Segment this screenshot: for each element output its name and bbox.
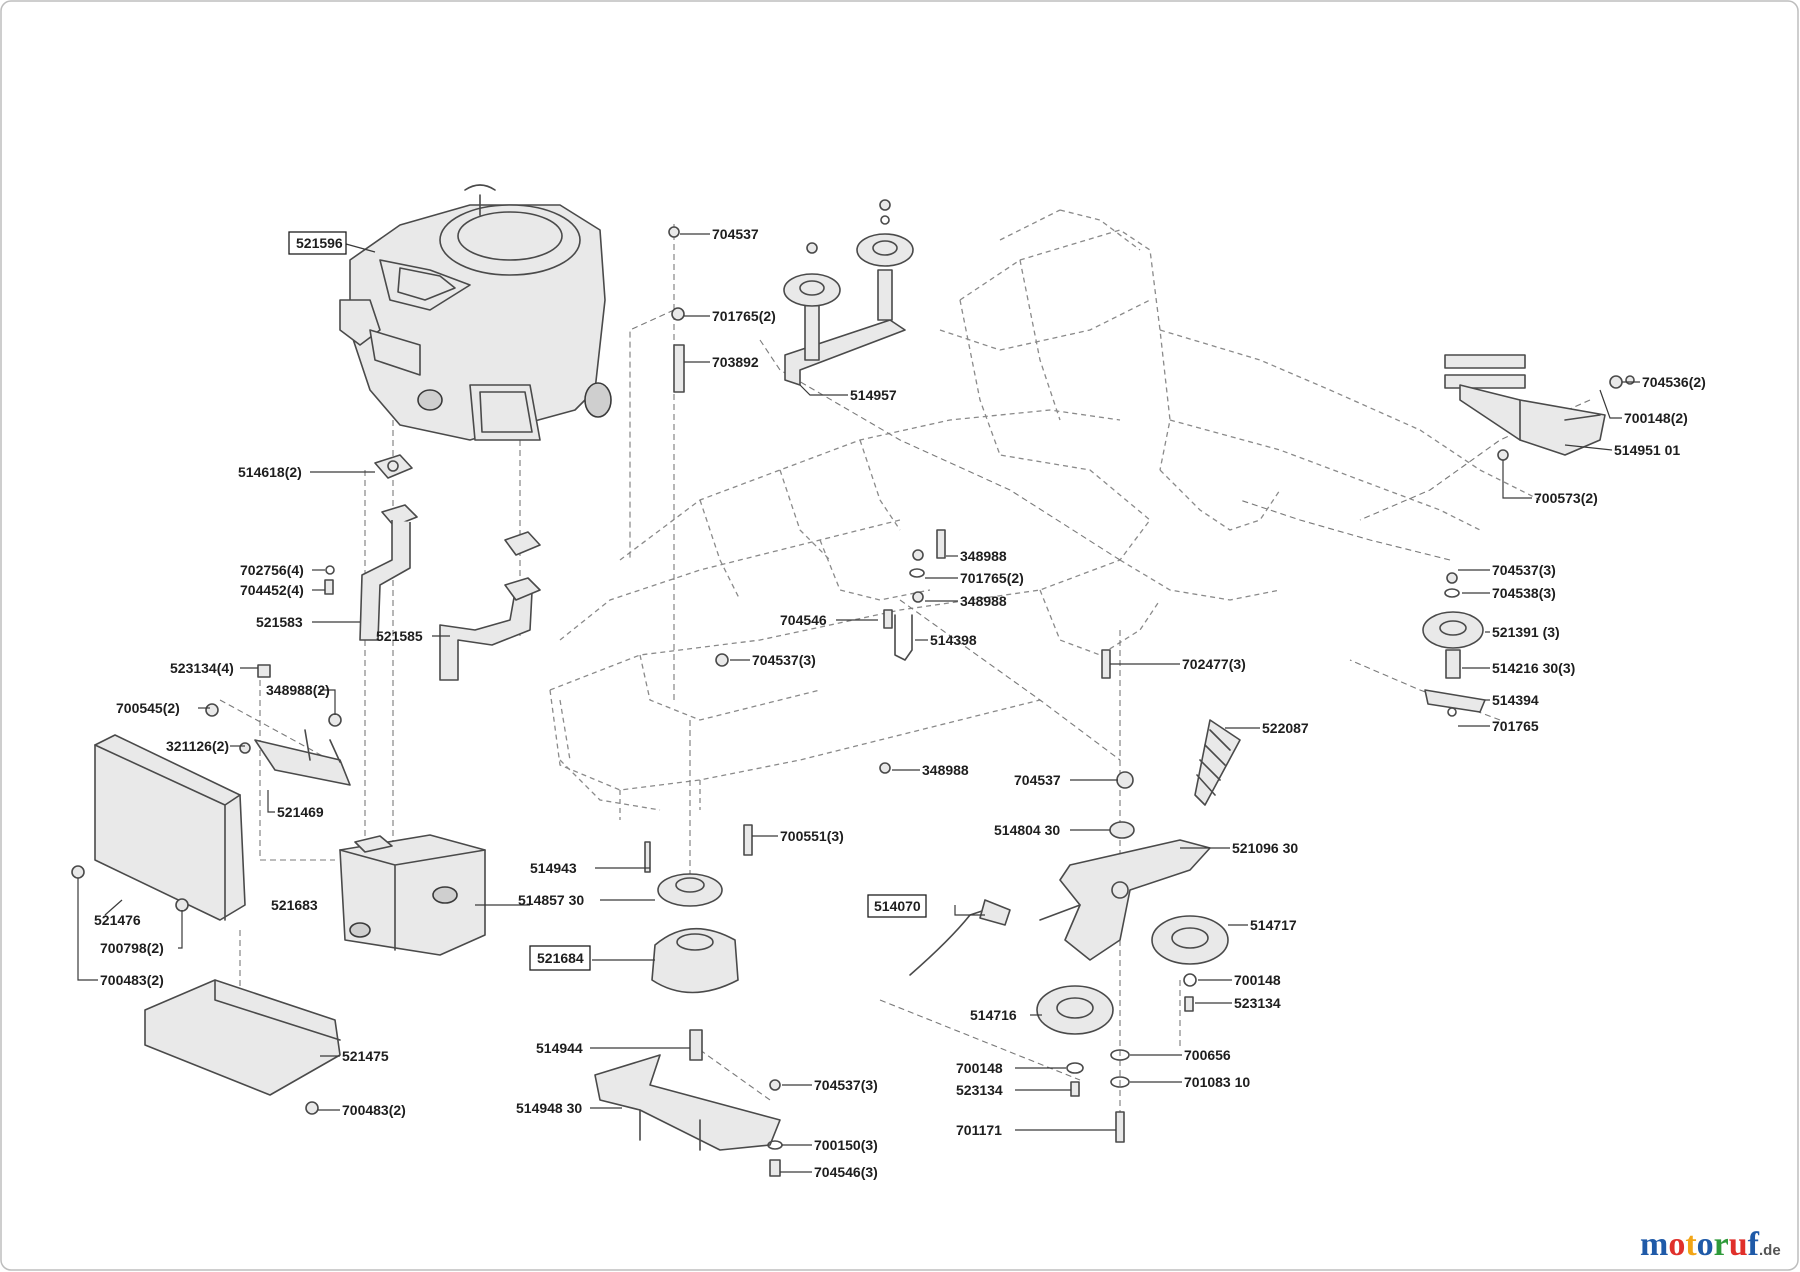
logo-letter: o [1697,1226,1714,1263]
engine [339,184,612,441]
part-number: 521476 [94,912,141,928]
label-box [867,894,927,918]
motoruf-logo: motoruf.de [1640,1226,1781,1263]
part-number: 523134(4) [170,660,234,676]
part-number: 514717 [1250,917,1297,933]
part-number: 521475 [342,1048,389,1064]
part-number: 514216 30(3) [1492,660,1575,676]
part-number: 700545(2) [116,700,180,716]
part-number: 700551(3) [780,828,844,844]
part-number: 700798(2) [100,940,164,956]
part-number: 701083 10 [1184,1074,1250,1090]
label-box [529,945,591,971]
part-number: 700148 [1234,972,1281,988]
part-number: 321126(2) [166,738,229,754]
logo-suffix: .de [1759,1242,1781,1259]
part-number: 704536(2) [1642,374,1706,390]
right-pulley-stack [1422,572,1486,717]
label-521596: 521596 [288,231,347,255]
part-number: 514857 30 [518,892,584,908]
part-number: 704546 [780,612,827,628]
part-number: 700148 [956,1060,1003,1076]
logo-wordmark: motoruf.de [1640,1226,1781,1263]
logo-letter: t [1685,1226,1697,1263]
part-number: 702756(4) [240,562,304,578]
part-number: 522087 [1262,720,1309,736]
part-number: 521469 [277,804,324,820]
part-number: 704537 [1014,772,1061,788]
part-number: 702477(3) [1182,656,1246,672]
part-number: 701765 [1492,718,1539,734]
part-number: 348988(2) [266,682,330,698]
logo-letter: f [1748,1226,1760,1263]
idler-arm-assembly [909,719,1241,1143]
part-number: 700483(2) [100,972,164,988]
part-number: 514618(2) [238,464,302,480]
label-box [288,231,347,255]
part-number: 700656 [1184,1047,1231,1063]
part-number: 514951 01 [1614,442,1680,458]
part-number: 514957 [850,387,897,403]
part-number: 521596 [296,235,343,251]
right-bracket [1444,354,1635,461]
heat-shield [94,729,351,1096]
part-number: 704452(4) [240,582,304,598]
part-number: 521096 30 [1232,840,1298,856]
part-number: 700148(2) [1624,410,1688,426]
part-number: 704546(3) [814,1164,878,1180]
part-number: 701171 [956,1122,1002,1138]
part-number: 348988 [922,762,969,778]
part-number: 514398 [930,632,977,648]
part-number: 701765(2) [712,308,776,324]
label-514070: 514070 [867,894,927,918]
part-number: 704537 [712,226,759,242]
part-number: 700573(2) [1534,490,1598,506]
logo-letter: r [1714,1226,1729,1263]
exhaust-pipes [359,454,541,681]
part-number: 703892 [712,354,759,370]
part-labels: 521596 704537 701765(2) 703892 514957 70… [94,226,1706,1180]
part-number: 514070 [874,898,921,914]
part-number: 523134 [1234,995,1281,1011]
part-number: 521683 [271,897,318,913]
part-number: 348988 [960,593,1007,609]
idler-pulley-bracket [668,199,914,393]
part-number: 521583 [256,614,303,630]
part-number: 514943 [530,860,577,876]
part-number: 701765(2) [960,570,1024,586]
part-number: 514948 30 [516,1100,582,1116]
part-number: 523134 [956,1082,1003,1098]
left-hardware [71,565,342,1115]
logo-letter: m [1640,1226,1668,1263]
clutch-assembly [594,841,783,1177]
part-number: 704538(3) [1492,585,1556,601]
leader-lines [77,233,1640,1173]
logo-letter: u [1729,1226,1748,1263]
muffler [339,834,486,956]
center-hardware [715,529,1111,856]
part-number: 700483(2) [342,1102,406,1118]
part-number: 704537(3) [1492,562,1556,578]
part-number: 514804 30 [994,822,1060,838]
tractor-frame [549,209,1541,820]
logo-letter: o [1668,1226,1685,1263]
part-number: 704537(3) [814,1077,878,1093]
part-number: 521391 (3) [1492,624,1560,640]
part-number: 700150(3) [814,1137,878,1153]
part-number: 514716 [970,1007,1017,1023]
part-number: 521585 [376,628,423,644]
part-number: 514394 [1492,692,1539,708]
part-number: 514944 [536,1040,583,1056]
part-number: 521684 [537,950,584,966]
label-521684: 521684 [529,945,591,971]
part-number: 704537(3) [752,652,816,668]
part-number: 348988 [960,548,1007,564]
